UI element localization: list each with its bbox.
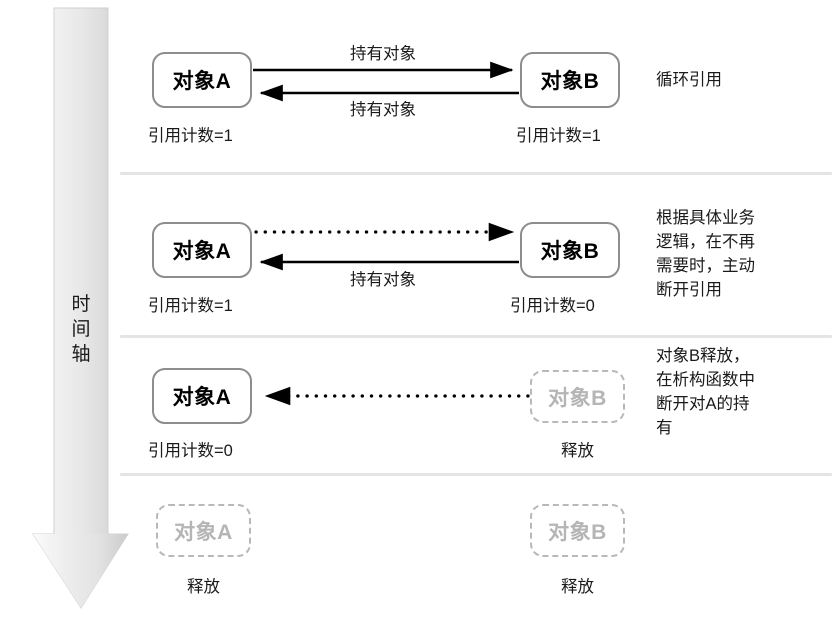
annotation-row1: 循环引用 xyxy=(656,68,834,92)
refcount-b-row2: 引用计数=0 xyxy=(510,297,595,315)
object-box-a-row1[interactable]: 对象A xyxy=(152,52,252,108)
object-box-a-row4[interactable]: 对象A xyxy=(156,504,251,557)
annotation-row2-line-0: 根据具体业务 xyxy=(656,209,755,227)
timeline-label: 时 间 轴 xyxy=(54,292,108,367)
timeline-label-char-1: 间 xyxy=(71,319,91,340)
object-box-b-row1[interactable]: 对象B xyxy=(520,52,620,108)
row-divider-3 xyxy=(120,473,832,476)
annotation-row3: 对象B释放， 在析构函数中 断开对A的持 有 xyxy=(656,344,834,440)
annotation-row3-line-3: 有 xyxy=(656,419,673,437)
edge-label-row2-bottom: 持有对象 xyxy=(350,271,416,289)
timeline-label-char-2: 轴 xyxy=(71,344,91,365)
edge-label-row1-bottom: 持有对象 xyxy=(350,101,416,119)
row-divider-2 xyxy=(120,335,832,338)
row-divider-1 xyxy=(120,172,832,175)
annotation-row3-line-0: 对象B释放， xyxy=(656,347,750,365)
timeline-axis: 时 间 轴 xyxy=(0,0,140,638)
refcount-a-row1: 引用计数=1 xyxy=(148,127,233,145)
annotation-row2-line-3: 断开引用 xyxy=(656,281,722,299)
annotation-row2-line-1: 逻辑，在不再 xyxy=(656,233,755,251)
annotation-row2: 根据具体业务 逻辑，在不再 需要时，主动 断开引用 xyxy=(656,206,834,302)
refcount-b-row1: 引用计数=1 xyxy=(516,127,601,145)
timeline-label-char-0: 时 xyxy=(71,294,91,315)
edge-label-row1-top: 持有对象 xyxy=(350,45,416,63)
released-label-a-row4: 释放 xyxy=(187,578,220,596)
released-label-b-row3: 释放 xyxy=(561,442,594,460)
object-box-a-row3[interactable]: 对象A xyxy=(152,368,252,424)
object-box-b-row2[interactable]: 对象B xyxy=(520,222,620,278)
released-label-b-row4: 释放 xyxy=(561,578,594,596)
refcount-a-row3: 引用计数=0 xyxy=(148,442,233,460)
object-box-b-row4[interactable]: 对象B xyxy=(530,504,625,557)
annotation-row1-line-0: 循环引用 xyxy=(656,71,722,89)
annotation-row3-line-1: 在析构函数中 xyxy=(656,371,755,389)
annotation-row3-line-2: 断开对A的持 xyxy=(656,395,750,413)
refcount-a-row2: 引用计数=1 xyxy=(148,297,233,315)
annotation-row2-line-2: 需要时，主动 xyxy=(656,257,755,275)
object-box-b-row3[interactable]: 对象B xyxy=(530,370,625,423)
object-box-a-row2[interactable]: 对象A xyxy=(152,222,252,278)
timeline-arrow-icon xyxy=(32,7,129,609)
